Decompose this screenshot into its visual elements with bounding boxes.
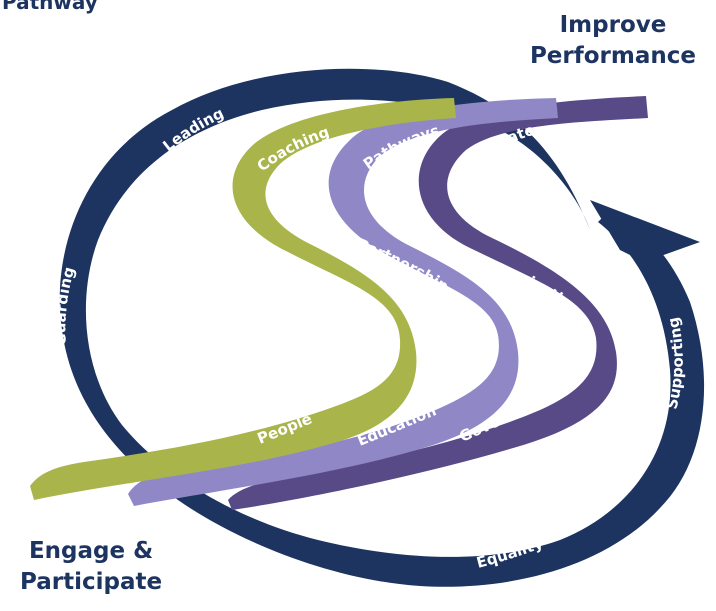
green-band bbox=[30, 98, 456, 500]
navy-ring-arrowhead bbox=[590, 200, 700, 262]
corner-label-top-right: Improve Performance bbox=[530, 10, 696, 72]
lavender-band bbox=[128, 98, 558, 506]
corner-bottom-left-line-1: Engage & bbox=[28, 538, 154, 564]
corner-bottom-left-line-2: Participate bbox=[20, 569, 163, 595]
corner-top-left-text: Pathway bbox=[2, 0, 98, 14]
corner-top-right-line-2: Performance bbox=[529, 43, 696, 69]
corner-top-right-line-1: Improve bbox=[559, 12, 667, 38]
corner-label-top-left: Pathway bbox=[2, 0, 98, 18]
purple-band bbox=[228, 96, 648, 510]
corner-label-bottom-left: Engage & Participate bbox=[20, 536, 162, 598]
